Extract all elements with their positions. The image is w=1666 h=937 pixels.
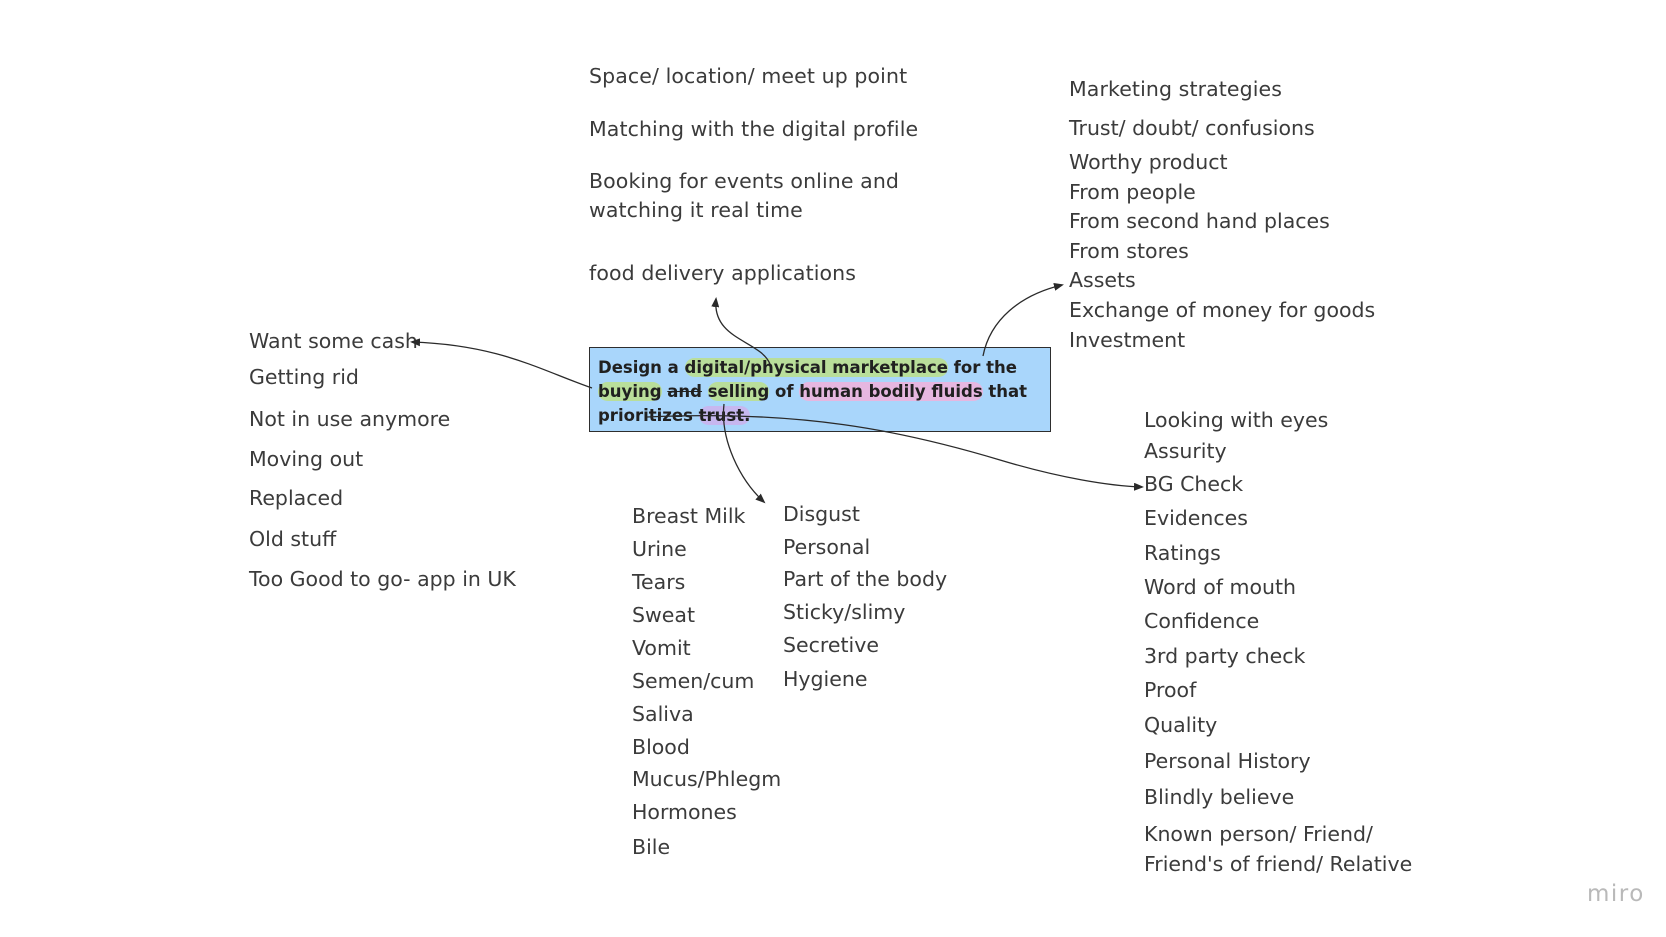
highlighted-phrase: human bodily fluids — [799, 382, 983, 401]
prompt-text: of — [769, 382, 800, 401]
motivation-item[interactable]: Too Good to go- app in UK — [249, 567, 516, 591]
connector-to-marketing[interactable] — [982, 282, 1064, 357]
note-marketing-title[interactable]: Marketing strategies — [1069, 77, 1283, 101]
fluid-item[interactable]: Mucus/Phlegm — [632, 767, 782, 791]
fluid-item[interactable]: Breast Milk — [632, 504, 746, 528]
marketing-item[interactable]: From people — [1069, 180, 1196, 204]
trust-item[interactable]: Known person/ Friend/ — [1144, 822, 1373, 846]
connector-to-want-some-cash[interactable] — [410, 338, 593, 389]
highlighted-phrase: buying — [598, 382, 662, 401]
motivation-item[interactable]: Getting rid — [249, 365, 359, 389]
perception-item[interactable]: Disgust — [783, 502, 860, 526]
fluid-item[interactable]: Hormones — [632, 800, 737, 824]
prompt-text: for the — [947, 358, 1017, 377]
highlighted-phrase: trust. — [698, 406, 751, 425]
note-booking-line1[interactable]: Booking for events online and — [589, 169, 900, 193]
trust-item[interactable]: Word of mouth — [1144, 575, 1297, 599]
fluid-item[interactable]: Vomit — [632, 636, 691, 660]
marketing-item[interactable]: Exchange of money for goods — [1069, 298, 1376, 322]
fluid-item[interactable]: Semen/cum — [632, 669, 755, 693]
motivation-item[interactable]: Not in use anymore — [249, 407, 451, 431]
fluid-item[interactable]: Saliva — [632, 702, 694, 726]
note-space-location[interactable]: Space/ location/ meet up point — [589, 64, 908, 88]
prompt-text: Design a — [598, 358, 685, 377]
motivation-item[interactable]: Old stuff — [249, 527, 337, 551]
note-matching-profile[interactable]: Matching with the digital profile — [589, 117, 919, 141]
trust-item[interactable]: Personal History — [1144, 749, 1311, 773]
motivation-item[interactable]: Replaced — [249, 486, 344, 510]
trust-item[interactable]: Evidences — [1144, 506, 1248, 530]
marketing-item[interactable]: Trust/ doubt/ confusions — [1069, 116, 1315, 140]
note-food-delivery[interactable]: food delivery applications — [589, 261, 857, 285]
fluid-item[interactable]: Urine — [632, 537, 687, 561]
trust-item[interactable]: Confidence — [1144, 609, 1260, 633]
motivation-item[interactable]: Want some cash — [249, 329, 418, 353]
trust-item[interactable]: Looking with eyes — [1144, 408, 1329, 432]
marketing-item[interactable]: From second hand places — [1069, 209, 1330, 233]
highlighted-phrase: selling — [707, 382, 770, 401]
fluid-item[interactable]: Blood — [632, 735, 690, 759]
trust-item[interactable]: Blindly believe — [1144, 785, 1295, 809]
marketing-item[interactable]: Investment — [1069, 328, 1186, 352]
perception-item[interactable]: Hygiene — [783, 667, 868, 691]
trust-item[interactable]: Friend's of friend/ Relative — [1144, 852, 1413, 876]
fluid-item[interactable]: Bile — [632, 835, 671, 859]
trust-item[interactable]: 3rd party check — [1144, 644, 1306, 668]
trust-item[interactable]: BG Check — [1144, 472, 1244, 496]
prompt-text — [702, 382, 708, 401]
perception-item[interactable]: Sticky/slimy — [783, 600, 906, 624]
note-booking-line2[interactable]: watching it real time — [589, 198, 803, 222]
marketing-item[interactable]: Worthy product — [1069, 150, 1228, 174]
trust-item[interactable]: Assurity — [1144, 439, 1227, 463]
central-prompt-box[interactable]: Design a digital/physical marketplace fo… — [589, 347, 1051, 432]
marketing-item[interactable]: Assets — [1069, 268, 1136, 292]
trust-item[interactable]: Ratings — [1144, 541, 1221, 565]
motivation-item[interactable]: Moving out — [249, 447, 364, 471]
trust-item[interactable]: Proof — [1144, 678, 1197, 702]
fluid-item[interactable]: Tears — [632, 570, 686, 594]
marketing-item[interactable]: From stores — [1069, 239, 1189, 263]
fluid-item[interactable]: Sweat — [632, 603, 695, 627]
perception-item[interactable]: Secretive — [783, 633, 879, 657]
perception-item[interactable]: Part of the body — [783, 567, 948, 591]
trust-item[interactable]: Quality — [1144, 713, 1218, 737]
miro-logo: miro — [1587, 881, 1645, 907]
highlighted-phrase: digital/physical marketplace — [684, 358, 948, 377]
perception-item[interactable]: Personal — [783, 535, 871, 559]
highlighted-phrase: and — [667, 382, 702, 401]
